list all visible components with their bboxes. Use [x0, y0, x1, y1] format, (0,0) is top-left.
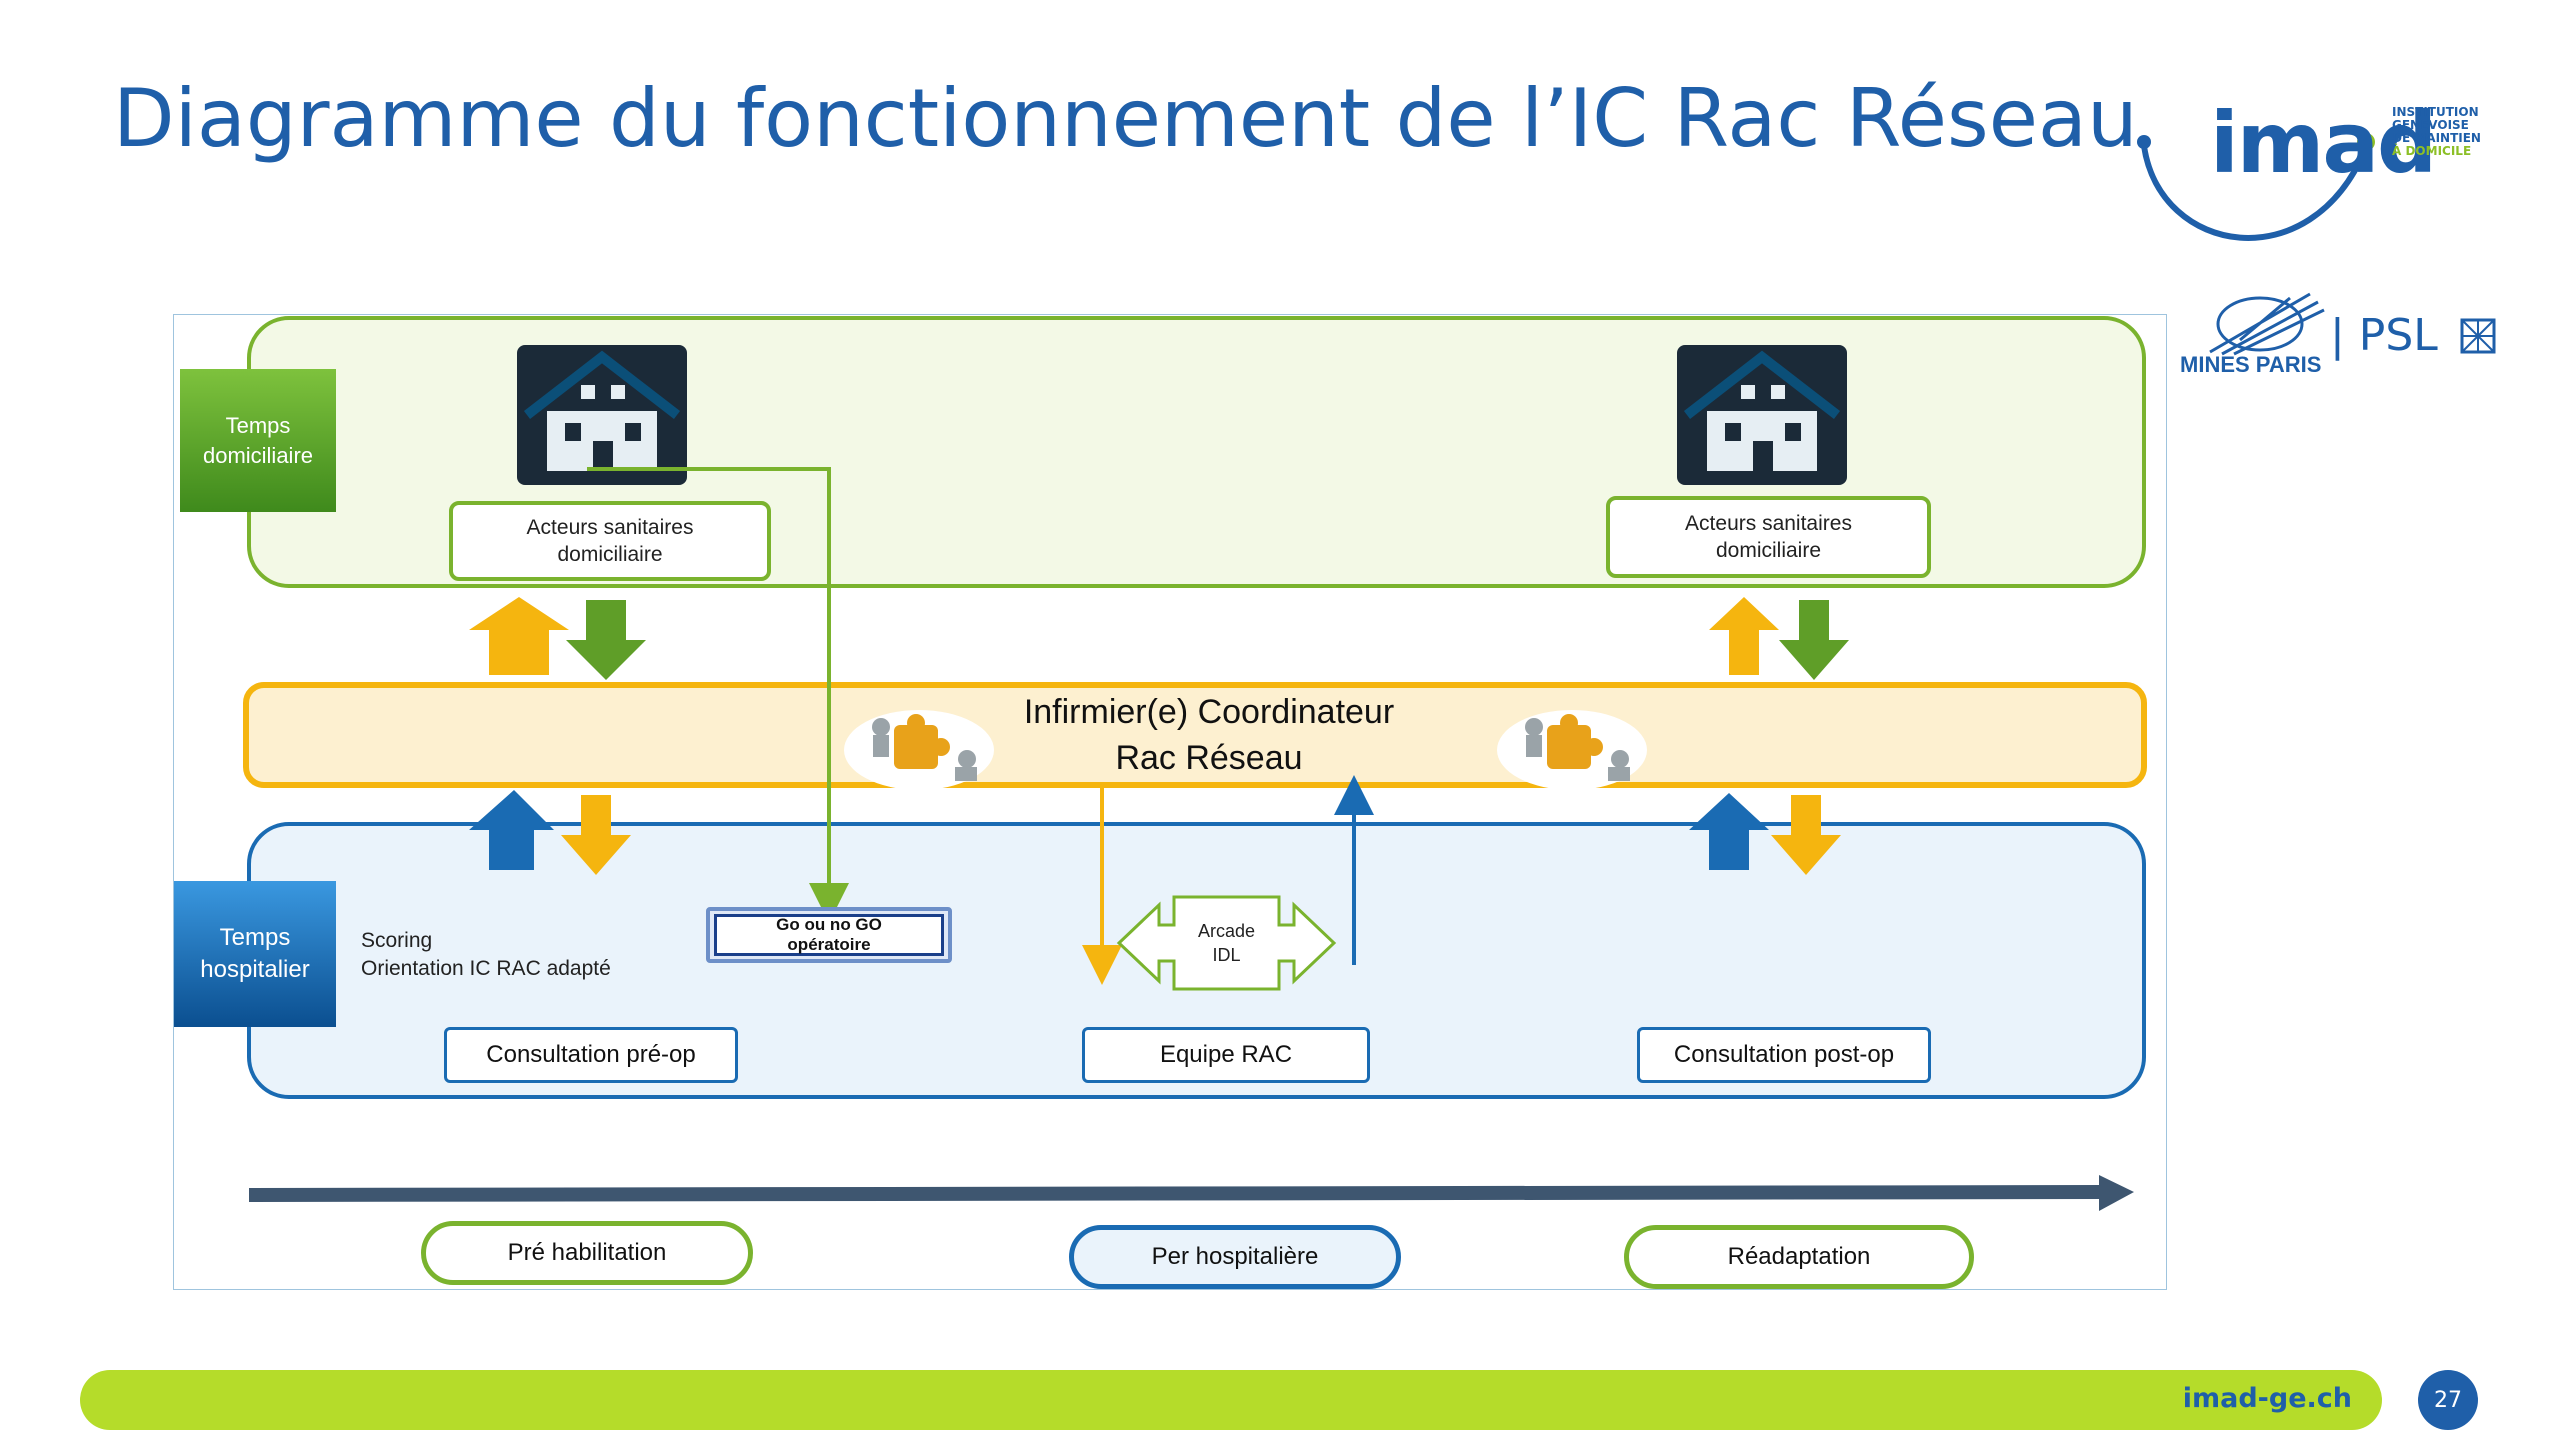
scoring-text: Scoring Orientation IC RAC adapté [361, 929, 611, 980]
go-no-go-box: Go ou no GO opératoire [706, 907, 952, 963]
arrow-up-blue-left [469, 790, 554, 870]
arcade-double-arrow [1116, 895, 1337, 991]
equipe-rac-box: Equipe RAC [1082, 1027, 1370, 1083]
phase-readaptation: Réadaptation [1624, 1225, 1974, 1289]
home-actors-right: Acteurs sanitaires domiciliaire [1606, 496, 1931, 578]
home-time-label: Temps domiciliaire [180, 369, 336, 512]
imad-logo-swoosh [2137, 133, 2375, 241]
diagram-graphics [243, 316, 2147, 1211]
phase-per-hospitaliere: Per hospitalière [1069, 1225, 1401, 1289]
arrow-down-orange-left [561, 795, 631, 875]
timeline-arrowhead [2099, 1175, 2134, 1211]
puzzle-figures-icon-left [844, 710, 994, 790]
consult-postop-box: Consultation post-op [1637, 1027, 1931, 1083]
consult-preop-box: Consultation pré-op [444, 1027, 738, 1083]
house-to-go-arrow [587, 467, 849, 923]
timeline-line [248, 1185, 2105, 1202]
imad-logo: imad INSTITUTION GENEVOISE DE MAINTIEN À… [2120, 80, 2500, 270]
arrow-up-orange-left [469, 597, 569, 675]
arrow-down-orange-right [1771, 795, 1841, 875]
puzzle-figures-icon-right [1497, 710, 1647, 790]
house-icon-right [1677, 345, 1847, 485]
phase-pre-habilitation: Pré habilitation [421, 1221, 753, 1285]
coordinator-label: Infirmier(e) Coordinateur Rac Réseau [1023, 693, 1395, 777]
house-icon-left [517, 345, 687, 485]
psl-text: | PSL [2330, 310, 2438, 361]
slide-title: Diagramme du fonctionnement de l’IC Rac … [113, 72, 2138, 165]
footer-url[interactable]: imad-ge.ch [2182, 1383, 2352, 1414]
arrow-down-green-left [566, 600, 646, 680]
coordinator-band [243, 682, 2147, 788]
psl-emblem-icon [2460, 318, 2496, 354]
mines-emblem-icon [2209, 292, 2325, 356]
hospital-time-label: Temps hospitalier [174, 881, 336, 1027]
arrow-up-blue-right [1689, 793, 1769, 870]
footer-bar: imad-ge.ch [80, 1370, 2382, 1430]
imad-wordmark: imad [2210, 94, 2437, 192]
mines-psl-logo: MINES PARIS | PSL [2170, 290, 2500, 390]
arrow-up-orange-right [1709, 597, 1779, 675]
home-actors-left: Acteurs sanitaires domiciliaire [449, 501, 771, 581]
page-number: 27 [2418, 1370, 2478, 1430]
arcade-idl-label: Arcade IDL [1197, 921, 1256, 965]
imad-tagline: INSTITUTION GENEVOISE DE MAINTIEN À DOMI… [2392, 105, 2481, 158]
diagram-frame: Temps domiciliaire Acteurs sanitaires do… [173, 314, 2167, 1290]
arrow-down-green-right [1779, 600, 1849, 680]
mines-name: MINES PARIS [2180, 352, 2322, 377]
